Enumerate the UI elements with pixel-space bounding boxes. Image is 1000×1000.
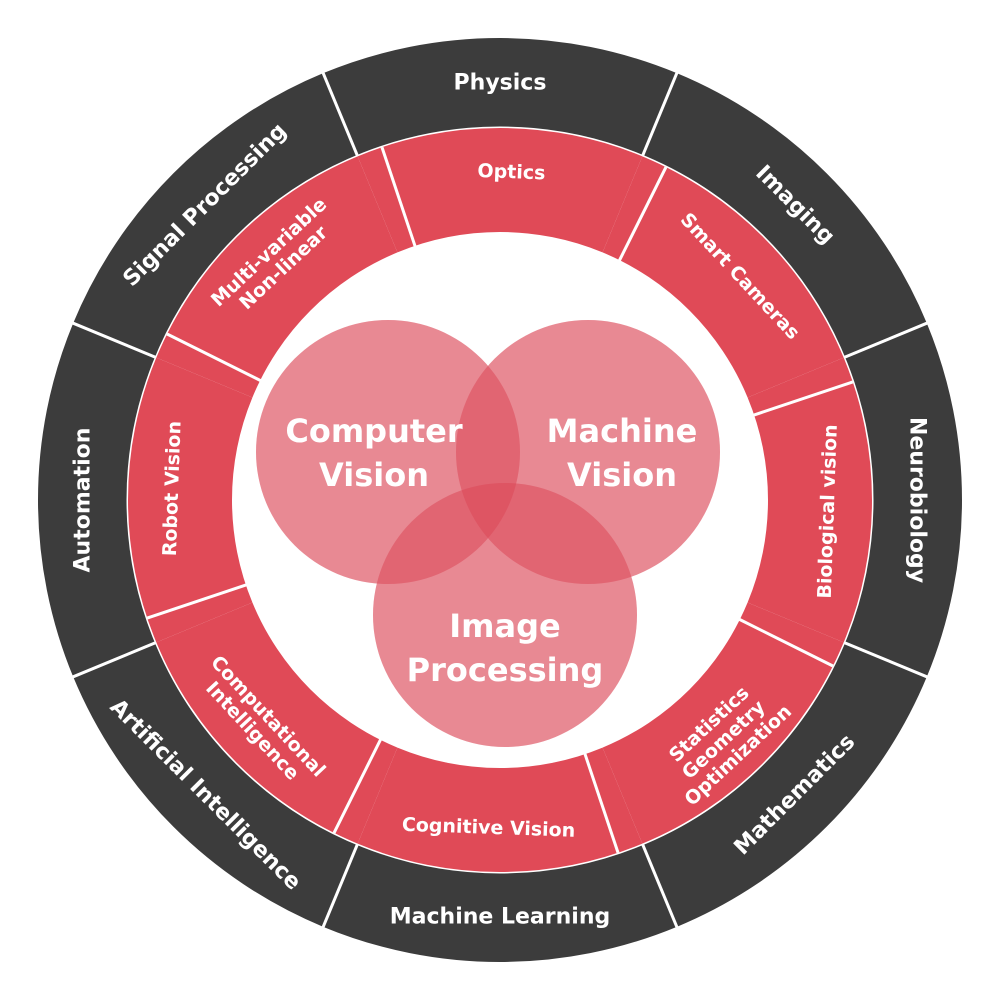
venn-circle	[373, 483, 637, 747]
venn-overlap	[456, 320, 720, 584]
inner-divider	[380, 146, 417, 248]
venn-label-line: Machine	[547, 412, 698, 450]
outer-ring-label: Automation	[71, 428, 96, 573]
inner-segment	[156, 602, 398, 844]
venn-overlap	[373, 483, 637, 747]
inner-segment	[128, 357, 253, 643]
inner-divider	[738, 617, 834, 668]
outer-divider	[321, 70, 360, 157]
venn-overlap	[256, 320, 520, 584]
inner-ring	[128, 128, 872, 872]
venn-label-line: Image	[449, 607, 560, 645]
venn-label-line: Vision	[319, 456, 429, 494]
outer-divider	[843, 640, 930, 679]
inner-divider	[166, 332, 262, 383]
outer-segment	[843, 323, 962, 677]
venn-label-line: Processing	[407, 651, 604, 689]
inner-ring-label: Robot Vision	[159, 421, 186, 557]
outer-divider	[321, 843, 360, 930]
inner-divider	[332, 738, 383, 834]
outer-divider	[843, 321, 930, 360]
inner-divider	[146, 583, 248, 620]
outer-divider	[640, 843, 679, 930]
outer-segment	[323, 843, 677, 962]
venn-label-line: Vision	[567, 456, 677, 494]
inner-divider	[583, 752, 620, 854]
inner-divider	[617, 166, 668, 262]
outer-ring-label: Physics	[454, 71, 547, 96]
outer-divider	[70, 640, 157, 679]
inner-segment	[357, 128, 643, 253]
inner-segment	[357, 747, 643, 872]
outer-segment	[73, 73, 358, 358]
outer-segment	[642, 642, 927, 927]
outer-ring-label: Machine Learning	[390, 905, 610, 930]
outer-segment	[37, 323, 157, 677]
outer-segment	[323, 38, 677, 157]
inner-segment	[156, 156, 398, 398]
outer-segment	[73, 642, 358, 927]
outer-divider	[70, 321, 157, 360]
venn-diagram	[256, 320, 720, 747]
inner-segment	[602, 602, 844, 844]
outer-ring	[37, 38, 962, 962]
inner-segment	[747, 357, 872, 643]
inner-ring-label: Optics	[477, 160, 546, 184]
venn-label-line: Computer	[285, 412, 463, 450]
ring-gap	[126, 126, 874, 874]
inner-divider	[752, 380, 854, 417]
outer-divider	[640, 70, 679, 157]
outer-ring-label: Neurobiology	[905, 417, 930, 583]
outer-segment	[642, 73, 927, 358]
inner-segment	[602, 156, 844, 398]
